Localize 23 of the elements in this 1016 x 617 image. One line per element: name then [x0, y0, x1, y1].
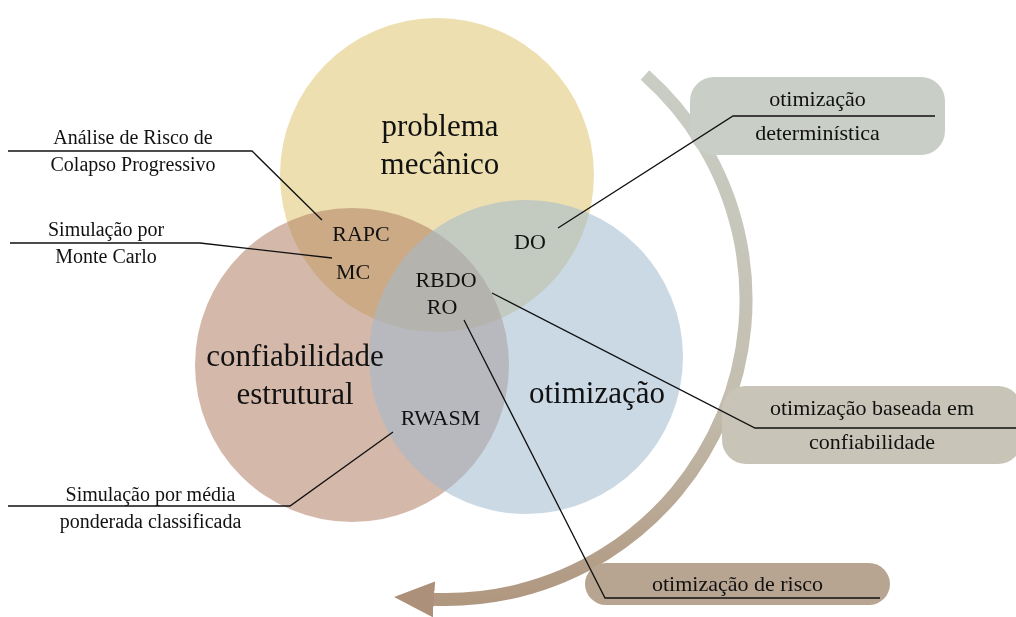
leader-line — [463, 319, 881, 599]
abbreviation-label: RO — [420, 294, 464, 320]
callout-text: Simulação por Monte Carlo — [10, 215, 202, 271]
leader-line — [557, 115, 936, 229]
label-pill — [690, 77, 945, 155]
circle-title: otimização — [528, 374, 666, 412]
circle-title: confiabilidade estrutural — [205, 337, 385, 413]
abbreviation-label: DO — [502, 228, 558, 256]
abbreviation-label: RWASM — [393, 404, 488, 432]
abbreviation-label: MC — [332, 258, 374, 286]
abbreviation-label: RAPC — [322, 220, 400, 248]
circle-title: problema mecânico — [379, 107, 501, 183]
leader-line — [9, 242, 333, 259]
abbreviation-label: RBDO — [400, 267, 492, 293]
leader-line — [7, 431, 394, 507]
pill-text: otimização determinística — [754, 85, 881, 147]
label-pill — [722, 386, 1016, 464]
pill-text: otimização baseada em confiabilidade — [769, 394, 975, 456]
callout-text: Simulação por média ponderada classificada — [8, 480, 293, 536]
label-pill — [585, 563, 890, 605]
callout-text: Análise de Risco de Colapso Progressivo — [8, 122, 258, 180]
pill-text: otimização de risco — [651, 570, 823, 598]
leader-line — [491, 292, 1016, 429]
